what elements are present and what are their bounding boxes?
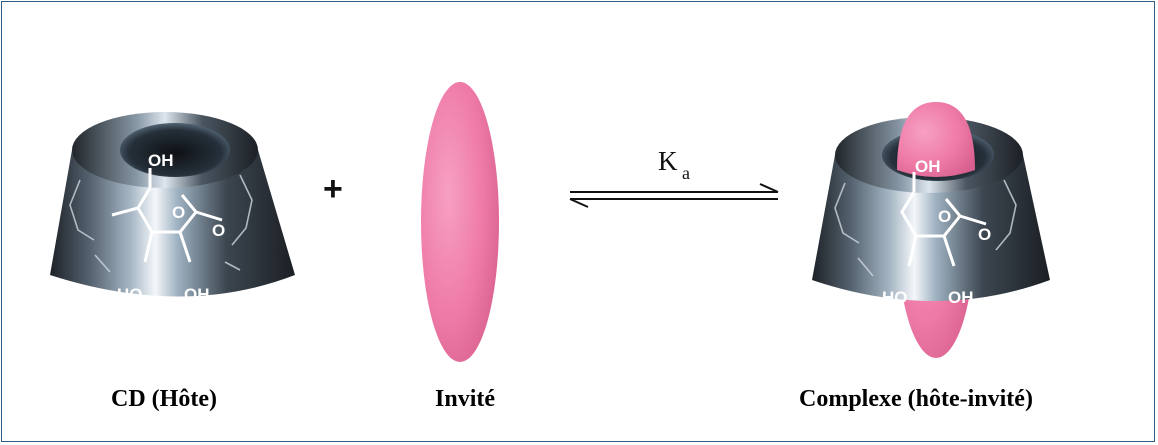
guest-caption: Invité <box>435 386 495 412</box>
host-oh-bottom-label: OH <box>184 285 210 304</box>
complex-ring-o-label: O <box>938 207 951 226</box>
complex-o-right-label: O <box>978 225 991 244</box>
host-guest-complex-icon: OH O O HO OH <box>812 102 1050 358</box>
guest-molecule-icon <box>421 82 499 362</box>
host-ring-o-label: O <box>172 203 185 222</box>
host-caption: CD (Hôte) <box>111 386 217 412</box>
complex-caption: Complexe (hôte-invité) <box>799 386 1033 412</box>
equilibrium-constant-subscript: a <box>682 163 690 183</box>
host-oh-top-label: OH <box>148 151 174 170</box>
equilibrium-constant-label: K <box>658 146 678 176</box>
host-o-right-label: O <box>212 221 225 240</box>
host-ho-bottom-label: HO <box>117 285 143 304</box>
plus-sign: + <box>323 170 343 208</box>
complex-oh-bottom-label: OH <box>948 288 974 307</box>
equilibrium-arrows-icon <box>569 183 779 208</box>
cyclodextrin-host-icon: OH O O HO OH <box>50 112 295 304</box>
complex-oh-top-label: OH <box>915 157 941 176</box>
complex-ho-bottom-label: HO <box>882 288 908 307</box>
